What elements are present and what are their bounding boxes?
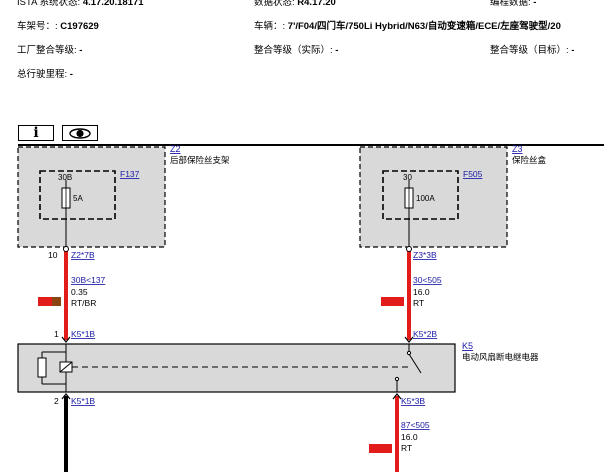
wire-87-505-id[interactable]: 87<505 xyxy=(401,420,430,430)
swatch-red-lower xyxy=(369,444,392,453)
view-button[interactable] xyxy=(62,125,98,141)
box-z2-id[interactable]: Z2 xyxy=(170,144,181,154)
swatch-red-right xyxy=(381,297,404,306)
fuse-f137-symbol xyxy=(61,180,71,247)
relay-coil xyxy=(37,344,73,392)
total-mileage: 总行驶里程: - xyxy=(17,69,73,80)
box-z3-id[interactable]: Z3 xyxy=(512,144,523,154)
box-z2-desc: 后部保险丝支架 xyxy=(170,155,230,165)
relay-k5-desc: 电动风扇断电继电器 xyxy=(462,352,539,362)
fuse-f505-rating: 100A xyxy=(416,194,435,203)
fuse-f505-box xyxy=(382,170,459,220)
wire-30-505-size: 16.0 xyxy=(413,287,430,297)
pin-k5-1b-no: 1 xyxy=(54,329,59,339)
wire-87-505-size: 16.0 xyxy=(401,432,418,442)
fuse-f137-id[interactable]: F137 xyxy=(120,169,140,179)
fuse-f137-pin: 30B xyxy=(58,173,72,182)
ista-status: ISTA 系统状态: 4.17.20.18171 xyxy=(17,0,144,8)
conn-z2-7b[interactable]: Z2*7B xyxy=(71,250,95,260)
wire-30b-137-size: 0.35 xyxy=(71,287,88,297)
pin-k5-2b xyxy=(404,336,414,343)
relay-k5-id[interactable]: K5 xyxy=(462,341,473,351)
fuse-f137-rating: 5A xyxy=(73,194,83,203)
conn-k5-1b-bottom[interactable]: K5*1B xyxy=(71,396,95,406)
integration-level-actual: 整合等级（实际）: - xyxy=(254,45,339,56)
wire-30b-137-id[interactable]: 30B<137 xyxy=(71,275,106,285)
conn-k5-2b[interactable]: K5*2B xyxy=(413,329,437,339)
conn-z3-3b[interactable]: Z3*3B xyxy=(413,250,437,260)
relay-k5-box xyxy=(17,343,456,393)
wire-87-505-color: RT xyxy=(401,443,412,453)
integration-level-target: 整合等级（目标）: - xyxy=(490,45,575,56)
eye-icon xyxy=(69,128,91,139)
info-button-label: i xyxy=(33,125,39,141)
wire-30-505-color: RT xyxy=(413,298,424,308)
pin-z3-3b xyxy=(406,246,412,252)
conn-k5-3b[interactable]: K5*3B xyxy=(401,396,425,406)
toolbar-divider xyxy=(18,144,604,146)
factory-integration-level: 工厂整合等级: - xyxy=(17,45,83,56)
fuse-carrier-z2-box xyxy=(17,146,166,248)
fuse-f505-symbol xyxy=(404,180,414,247)
pin-k5-1b-bottom-no: 2 xyxy=(54,396,59,406)
conn-k5-1b-top[interactable]: K5*1B xyxy=(71,329,95,339)
swatch-red xyxy=(38,297,52,306)
wire-30b-137-color: RT/BR xyxy=(71,298,96,308)
fuse-f137-box xyxy=(39,170,116,220)
fuse-box-z3-box xyxy=(359,146,508,248)
vin: 车架号：: C197629 xyxy=(17,21,99,32)
relay-switch-contact xyxy=(394,344,422,392)
vehicle: 车辆：: 7'/F04/四门车/750Li Hybrid/N63/自动变速箱/E… xyxy=(254,21,561,32)
info-button[interactable]: i xyxy=(18,125,54,141)
pin-k5-1b-top xyxy=(61,336,71,343)
fuse-f505-pin: 30 xyxy=(403,173,412,182)
data-status: 数据状态: R4.17.20 xyxy=(254,0,336,8)
pin-z2-7b-no: 10 xyxy=(48,250,58,260)
swatch-brown xyxy=(52,297,61,306)
pin-z2-7b xyxy=(63,246,69,252)
fuse-f505-id[interactable]: F505 xyxy=(463,169,483,179)
pin-k5-3b xyxy=(392,393,402,400)
wire-30-505-id[interactable]: 30<505 xyxy=(413,275,442,285)
programming-data: 编程数据: - xyxy=(490,0,537,8)
box-z3-desc: 保险丝盒 xyxy=(512,155,547,165)
pin-k5-1b-bottom xyxy=(61,393,71,400)
